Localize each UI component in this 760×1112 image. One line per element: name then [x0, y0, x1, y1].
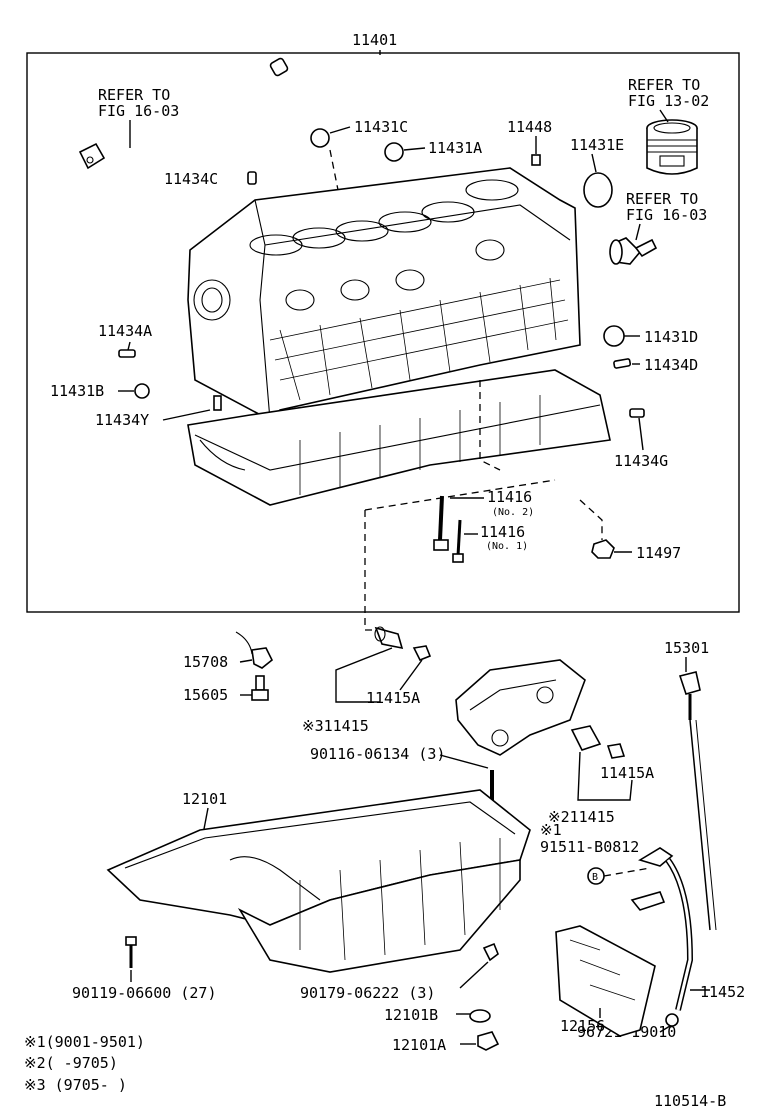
- label-12101[interactable]: 12101: [182, 790, 227, 808]
- pin-11434G: [629, 408, 645, 418]
- refer-fig-13-02-line2[interactable]: FIG 13-02: [628, 92, 709, 110]
- footnote-2: ※2( -9705): [24, 1054, 118, 1072]
- label-15708[interactable]: 15708: [183, 653, 228, 671]
- leader-15708: [239, 659, 253, 663]
- sensor-15708-illustration: [235, 631, 274, 669]
- refer-fig-16-03-b-line2[interactable]: FIG 16-03: [626, 206, 707, 224]
- refer-fig-16-03-a-line2[interactable]: FIG 16-03: [98, 102, 179, 120]
- label-11434C[interactable]: 11434C: [164, 170, 218, 188]
- label-12101B[interactable]: 12101B: [384, 1006, 438, 1024]
- plug-11448: [531, 154, 541, 166]
- refer-fig-16-03-b-line1[interactable]: REFER TO: [626, 190, 698, 208]
- bracket-11415-right: [577, 751, 633, 801]
- label-11431A[interactable]: 11431A: [428, 139, 482, 157]
- label-11416-no2-sub[interactable]: (No. 2): [492, 507, 534, 518]
- oil-pan-illustration: [106, 789, 531, 973]
- cylinder-block-illustration: [187, 167, 581, 421]
- label-11434D[interactable]: 11434D: [644, 356, 698, 374]
- refer-fig-13-02-line1[interactable]: REFER TO: [628, 76, 700, 94]
- refer-13-02-leader: [659, 109, 669, 123]
- figure-id: 110514-B: [654, 1092, 726, 1110]
- bolts-11416-illustration: [433, 495, 464, 563]
- leader-11434G: [638, 417, 644, 451]
- dash-to-11415A: [364, 510, 380, 631]
- plug-11431D: [603, 325, 625, 347]
- marker-b-label[interactable]: B: [592, 872, 598, 883]
- label-90119[interactable]: 90119-06600 (27): [72, 984, 217, 1002]
- dash-11497: [579, 499, 603, 540]
- leader-90116: [439, 754, 489, 769]
- ring-96721: [665, 1013, 679, 1027]
- label-12156[interactable]: 12156: [560, 1017, 605, 1035]
- leader-96721: [659, 1025, 671, 1033]
- label-11497[interactable]: 11497: [636, 544, 681, 562]
- label-11448[interactable]: 11448: [507, 118, 552, 136]
- label-11431B[interactable]: 11431B: [50, 382, 104, 400]
- dash-91511: [603, 867, 651, 877]
- label-91511[interactable]: 91511-B0812: [540, 838, 639, 856]
- fitting-11497: [591, 539, 615, 559]
- leader-11434Y: [162, 409, 211, 421]
- baffle-12156-illustration: [555, 925, 656, 1037]
- switch-15605-illustration: [251, 675, 269, 701]
- pin-11434A: [118, 349, 136, 358]
- label-11416-no1-sub[interactable]: (No. 1): [486, 541, 528, 552]
- bolt-90119-illustration: [125, 936, 137, 968]
- leader-11415A-left: [399, 659, 423, 691]
- label-11416-no2[interactable]: 11416: [487, 488, 532, 506]
- label-11415-2[interactable]: ※211415: [548, 808, 615, 826]
- main-assembly-number[interactable]: 11401: [352, 31, 397, 49]
- plug-11431C: [310, 128, 330, 148]
- oil-jet-11415A-left-illustration: [374, 626, 432, 662]
- dash-mid-a: [364, 479, 556, 511]
- label-90116[interactable]: 90116-06134 (3): [310, 745, 445, 763]
- label-11434Y[interactable]: 11434Y: [95, 411, 149, 429]
- label-11415-3[interactable]: ※311415: [302, 717, 369, 735]
- pin-11434D: [613, 358, 632, 369]
- label-11415A-right[interactable]: 11415A: [600, 764, 654, 782]
- leader-90179: [459, 961, 489, 989]
- plug-11431B: [134, 383, 150, 399]
- plug-11431E: [583, 172, 613, 208]
- dipstick-guide-illustration: [630, 847, 694, 1011]
- label-11434A[interactable]: 11434A: [98, 322, 152, 340]
- leader-11434A: [127, 341, 131, 351]
- label-90179[interactable]: 90179-06222 (3): [300, 984, 435, 1002]
- bracket-11415-left: [335, 647, 393, 703]
- leader-11431C: [329, 126, 351, 134]
- refer-fig-16-03-a-line1[interactable]: REFER TO: [98, 86, 170, 104]
- label-11431C[interactable]: 11431C: [354, 118, 408, 136]
- oil-pipe-illustration: [78, 57, 336, 170]
- plug-11431A: [384, 142, 404, 162]
- label-11434G[interactable]: 11434G: [614, 452, 668, 470]
- dash-mid-b: [479, 380, 501, 471]
- footnote-3: ※3 (9705- ): [24, 1076, 127, 1094]
- oil-filter-bracket-illustration: [455, 659, 586, 756]
- footnote-1: ※1(9001-9501): [24, 1033, 145, 1051]
- label-ast1[interactable]: ※1: [540, 821, 562, 839]
- label-11415A-left[interactable]: 11415A: [366, 689, 420, 707]
- label-11431E[interactable]: 11431E: [570, 136, 624, 154]
- label-11416-no1[interactable]: 11416: [480, 523, 525, 541]
- label-11431D[interactable]: 11431D: [644, 328, 698, 346]
- label-15301[interactable]: 15301: [664, 639, 709, 657]
- pin-11434Y: [213, 395, 222, 411]
- refer-16-03-b-leader: [635, 223, 641, 241]
- label-11452[interactable]: 11452: [700, 983, 745, 1001]
- label-12101A[interactable]: 12101A: [392, 1036, 446, 1054]
- oil-jet-11415A-right-illustration: [570, 725, 626, 759]
- gasket-12101B: [469, 1009, 491, 1023]
- label-15605[interactable]: 15605: [183, 686, 228, 704]
- oil-fitting-illustration: [609, 237, 658, 265]
- crankcase-illustration: [187, 369, 611, 506]
- piston-illustration: [646, 119, 698, 175]
- bolt-90179: [482, 942, 499, 962]
- pin-11434C: [247, 171, 257, 185]
- dipstick-illustration: [678, 671, 717, 931]
- plug-12101A: [477, 1031, 500, 1051]
- leader-11431A: [403, 147, 426, 151]
- assembly-frame: [26, 52, 740, 613]
- leader-11431E: [591, 153, 597, 173]
